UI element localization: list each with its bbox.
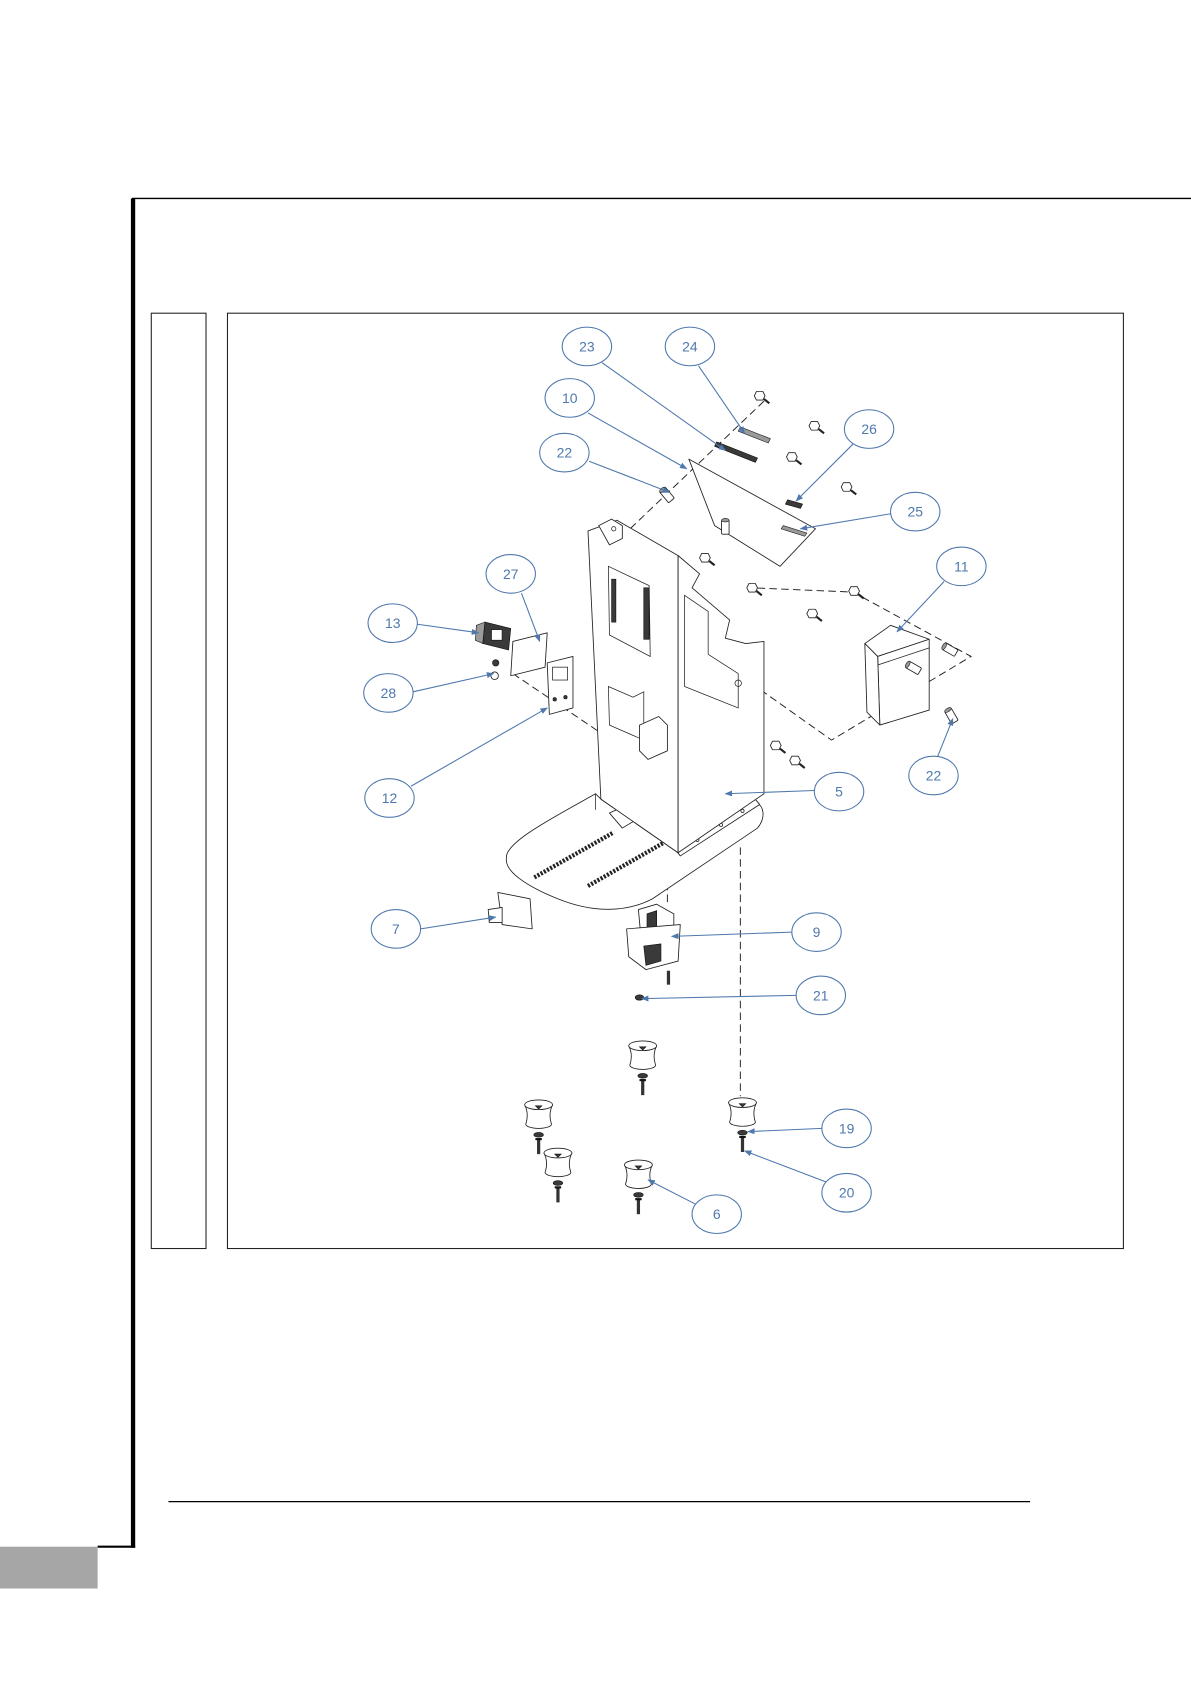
callout-number: 19	[839, 1120, 855, 1136]
main-frame	[588, 519, 764, 853]
nut	[492, 660, 498, 666]
callout-number: 21	[813, 987, 829, 1003]
rubber-foot	[729, 1098, 757, 1152]
side-label-column	[151, 313, 206, 1248]
switch	[475, 622, 510, 650]
washer-21	[635, 995, 644, 1000]
screw	[770, 741, 785, 753]
frame-inner-bracket	[639, 717, 667, 760]
leader-arrow	[648, 1180, 696, 1205]
callout-7: 7	[371, 910, 495, 949]
connector-7	[488, 892, 532, 928]
callout-number: 24	[682, 338, 698, 354]
leader-arrow	[748, 1128, 822, 1131]
callout-11: 11	[897, 547, 986, 632]
callout-number: 23	[579, 338, 595, 354]
leader-arrow	[699, 366, 745, 434]
bar-24	[738, 427, 770, 443]
screw	[747, 584, 762, 596]
leader-arrow	[417, 624, 478, 633]
callout-12: 12	[365, 708, 547, 817]
rubber-foot	[629, 1041, 657, 1095]
callout-22-top: 22	[540, 433, 670, 492]
cover-plate	[689, 459, 816, 566]
leader-arrow	[521, 593, 539, 641]
leader-arrow	[897, 581, 944, 631]
left-margin-bar	[131, 198, 135, 1547]
mounting-plate-27	[511, 633, 547, 676]
leader-arrow	[421, 917, 496, 929]
callout-28: 28	[364, 674, 494, 713]
bracket-hole	[564, 695, 567, 698]
frame-column-slot	[612, 579, 616, 622]
bar-26	[785, 500, 802, 509]
callout-20: 20	[745, 1151, 872, 1212]
leader-arrow	[938, 719, 953, 757]
callout-number: 22	[557, 445, 573, 461]
standoff-22-bottom	[944, 707, 958, 724]
enclosure-side	[865, 644, 880, 726]
callout-21: 21	[642, 976, 846, 1015]
leader-arrow	[589, 461, 669, 492]
callout-number: 6	[713, 1206, 721, 1222]
screw	[807, 609, 822, 621]
leader-arrow	[796, 444, 853, 501]
block-9	[627, 904, 681, 984]
screw	[790, 756, 805, 768]
leader-arrow	[413, 674, 493, 692]
callout-number: 20	[839, 1185, 855, 1201]
enclosure-box	[865, 625, 958, 725]
bracket-hole	[553, 698, 556, 701]
connector-body	[498, 892, 532, 928]
callout-number: 5	[835, 784, 843, 800]
callout-number: 13	[385, 615, 401, 631]
callout-number: 9	[813, 924, 821, 940]
frame-column-slot	[644, 588, 649, 639]
callout-9: 9	[672, 913, 842, 952]
callout-number: 27	[503, 566, 519, 582]
nut	[491, 672, 499, 680]
rubber-foot	[624, 1160, 652, 1214]
callout-number: 11	[954, 558, 969, 574]
leader-arrow	[602, 363, 725, 451]
screw	[849, 587, 864, 599]
page-number-block	[0, 1547, 98, 1589]
bracket-body	[547, 656, 573, 714]
callout-25: 25	[800, 492, 939, 531]
connector-plug	[488, 907, 502, 922]
screw	[786, 453, 801, 465]
bracket-12	[547, 656, 573, 714]
cover-plate-outline	[689, 459, 816, 566]
leader-arrow	[672, 932, 792, 936]
callout-13: 13	[368, 604, 479, 643]
leader-arrow	[588, 413, 687, 469]
callout-number: 12	[382, 790, 398, 806]
leader-arrow	[745, 1151, 827, 1182]
screw	[754, 392, 769, 404]
callout-number: 28	[381, 685, 397, 701]
callout-24: 24	[665, 327, 744, 433]
callout-number: 25	[907, 504, 923, 520]
callout-number: 26	[861, 421, 877, 437]
leader-arrow	[411, 708, 547, 786]
callout-6: 6	[648, 1180, 741, 1234]
callout-22-bottom: 22	[909, 719, 958, 795]
callout-19: 19	[748, 1109, 871, 1148]
rubber-foot	[544, 1148, 572, 1202]
callout-number: 22	[926, 767, 942, 783]
cover-plate-standoff	[722, 519, 730, 535]
nut-28	[491, 660, 499, 680]
screw	[809, 422, 824, 434]
rubber-foot	[525, 1100, 553, 1154]
callout-number: 10	[562, 390, 578, 406]
leader-arrow	[642, 995, 797, 998]
switch-rocker	[491, 630, 502, 641]
callout-number: 7	[392, 921, 400, 937]
bar-23	[715, 442, 758, 462]
screw	[700, 553, 715, 565]
leader-arrow	[800, 514, 890, 529]
screw	[841, 483, 856, 495]
